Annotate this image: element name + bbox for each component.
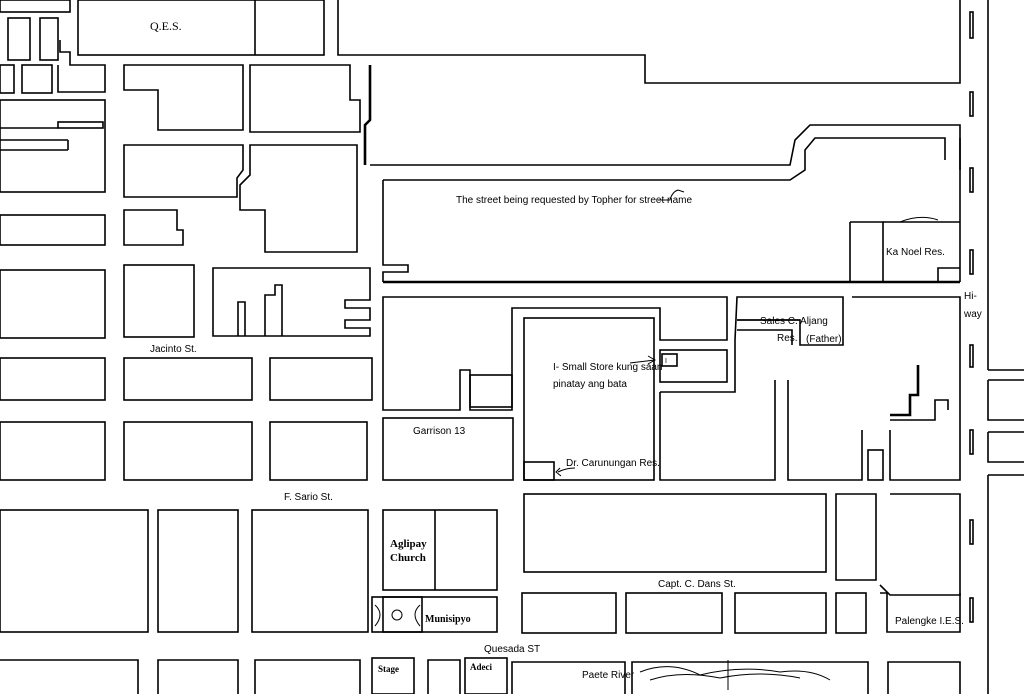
requested-street-arrow-icon	[658, 189, 685, 201]
second-column-blocks	[123, 64, 253, 633]
map-labels: Q.E.S. The street being requested by Top…	[150, 19, 982, 681]
dans-street-label: Capt. C. Dans St.	[658, 579, 736, 590]
carunungan-label: Dr. Carunungan Res.	[566, 458, 660, 469]
small-store-label-line2: pinatay ang bata	[553, 379, 627, 390]
quesada-street-label: Quesada ST	[484, 644, 540, 655]
sales-label-line2: Res.	[777, 333, 798, 344]
small-store-arrow-icon	[629, 359, 656, 364]
garrison-label: Garrison 13	[413, 426, 466, 437]
sales-father-label: (Father)	[806, 334, 842, 345]
lower-blocks	[371, 493, 961, 634]
third-column-blocks	[212, 64, 373, 633]
munisipyo-label: Munisipyo	[425, 614, 471, 625]
qes-label: Q.E.S.	[150, 19, 182, 33]
palengke-label: Palengke I.E.S.	[895, 616, 964, 627]
store-marker-label: I	[665, 358, 667, 365]
qes-block	[77, 0, 325, 56]
adeci-label: Adeci	[470, 662, 492, 672]
top-left-blocks	[0, 0, 106, 94]
jacinto-street-label: Jacinto St.	[150, 344, 197, 355]
hiway-label-line2: way	[963, 309, 982, 320]
sario-street-label: F. Sario St.	[284, 492, 333, 503]
left-column-blocks	[0, 99, 149, 633]
paete-river-label: Paete River	[582, 670, 635, 681]
annotation-arrows	[555, 189, 685, 477]
requested-street-label: The street being requested by Topher for…	[456, 195, 693, 206]
stage-label: Stage	[378, 664, 399, 674]
sales-label-line1: Sales C. Aljang	[760, 316, 828, 327]
requested-street-block	[370, 124, 961, 284]
aglipay-label-line1: Aglipay	[390, 538, 427, 550]
hiway-label-line1: Hi-	[964, 291, 977, 302]
ka-noel-label: Ka Noel Res.	[886, 247, 945, 258]
middle-blocks	[382, 296, 961, 481]
aglipay-label-line2: Church	[390, 552, 426, 564]
small-store-label-line1: I- Small Store kung saan	[553, 362, 663, 373]
highway	[969, 0, 1024, 694]
carunungan-arrow-icon	[557, 467, 576, 473]
bottom-blocks	[0, 657, 961, 694]
